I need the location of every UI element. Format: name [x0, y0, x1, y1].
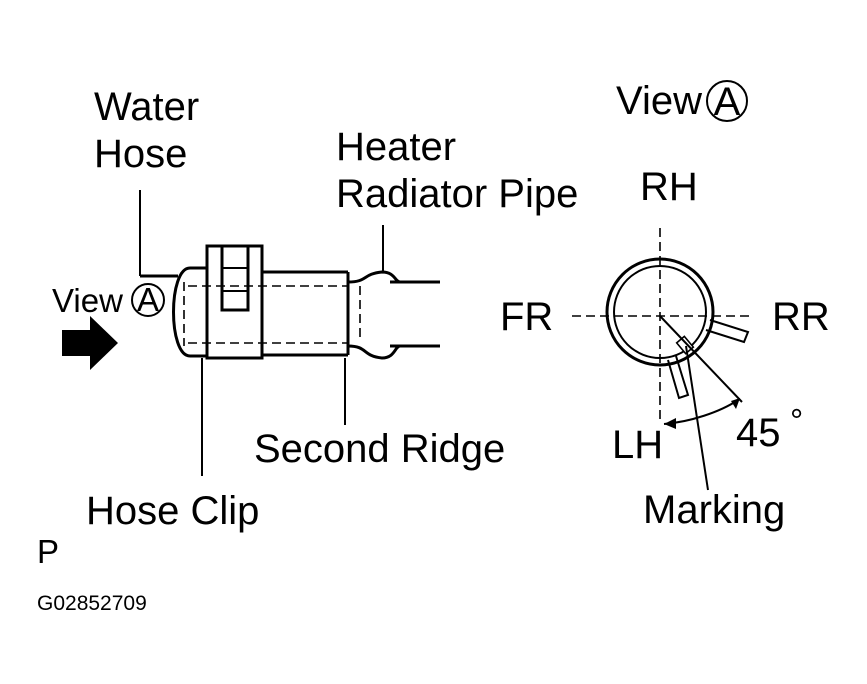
lh-label: LH [612, 423, 663, 467]
pipe-marking [675, 335, 695, 355]
water-hose-label-line1: Water [94, 85, 199, 129]
marking-label: Marking [643, 488, 785, 532]
view-a-letter-right: A [714, 80, 741, 124]
figure-code: G02852709 [37, 592, 147, 615]
angle-value-label: 45 [736, 411, 781, 455]
hose-clip-label: Hose Clip [86, 489, 259, 533]
clip-ring-outer [605, 257, 715, 367]
heater-pipe-label-line1: Heater [336, 125, 456, 169]
rr-label: RR [772, 295, 830, 339]
heater-radiator-pipe [390, 280, 440, 348]
p-label: P [37, 533, 59, 570]
rh-label: RH [640, 165, 698, 209]
end-view [572, 80, 752, 491]
side-view [62, 190, 440, 476]
clip-tab-right [705, 319, 750, 344]
view-a-circle-right [706, 80, 748, 122]
angle-arrow-right [731, 398, 740, 409]
view-arrow [62, 316, 118, 370]
second-ridge-label: Second Ridge [254, 427, 505, 471]
view-a-letter-left: A [137, 281, 159, 318]
heater-pipe-label-line2: Radiator Pipe [336, 172, 578, 216]
clip-ring-inner [613, 265, 707, 359]
second-ridge-bulge-bottom [347, 344, 401, 360]
clip-tab-bottom [667, 355, 690, 400]
view-label-left: View [52, 282, 123, 319]
angle-line [659, 315, 743, 403]
water-hose-end [172, 266, 208, 358]
angle-arrow-left [664, 418, 676, 429]
degree-symbol: ° [790, 402, 803, 439]
view-a-circle-left [131, 283, 165, 317]
water-hose-label-line2: Hose [94, 132, 187, 176]
view-label-right: View [616, 79, 702, 123]
marking-leader [685, 345, 709, 491]
fr-label: FR [500, 295, 553, 339]
hose-clip-shape [205, 244, 264, 360]
